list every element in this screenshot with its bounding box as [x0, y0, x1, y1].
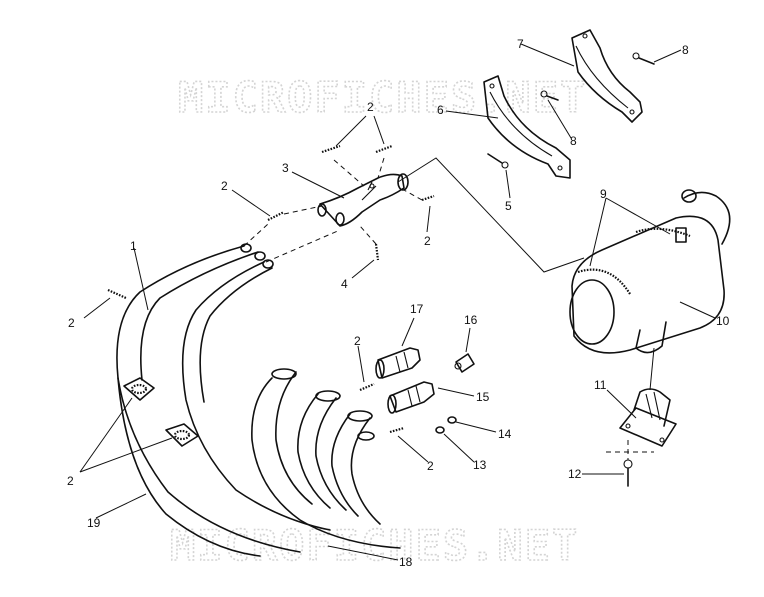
callout-18: 18: [399, 555, 413, 569]
nut-part-14[interactable]: [447, 416, 457, 424]
callout-11: 11: [594, 378, 607, 392]
watermark-top: MICROFICHES.NET: [178, 73, 587, 122]
callout-17: 17: [410, 302, 424, 316]
screw-part-5[interactable]: [487, 153, 509, 169]
exhaust-pipe-part-19[interactable]: [117, 377, 261, 557]
clamps-part-9[interactable]: [577, 227, 691, 295]
callout-8-top: 8: [682, 43, 689, 57]
callout-5: 5: [505, 199, 512, 213]
bolt-part-12[interactable]: [606, 440, 654, 487]
exhaust-manifold-part-18[interactable]: [251, 368, 401, 549]
callout-13: 13: [473, 458, 487, 472]
callout-2-top: 2: [367, 100, 374, 114]
muffler-part-10[interactable]: [569, 189, 731, 354]
alignment-lines: [243, 157, 423, 263]
muffler-mount-part-11[interactable]: [619, 347, 677, 447]
callout-2-bottom-left: 2: [67, 474, 74, 488]
y-pipe-part-3[interactable]: [317, 173, 409, 227]
callout-2-mid: 2: [354, 334, 361, 348]
screw-part-8-top[interactable]: [632, 52, 655, 65]
springs-part-2[interactable]: [107, 144, 435, 434]
callout-15: 15: [476, 390, 490, 404]
callout-9: 9: [600, 187, 607, 201]
gasket-flange-lower[interactable]: [165, 423, 199, 447]
callout-8-mid: 8: [570, 134, 577, 148]
plug-part-16[interactable]: [454, 353, 475, 373]
bracket-part-7[interactable]: [571, 29, 643, 123]
gasket-flange-upper[interactable]: [123, 377, 155, 401]
assembly-line-ypipe-muffler: [397, 157, 585, 273]
callout-2-lower: 2: [427, 459, 434, 473]
callout-1: 1: [130, 239, 137, 253]
header-pipes-part-1[interactable]: [116, 243, 331, 553]
washer-part-13[interactable]: [435, 426, 445, 434]
callout-16: 16: [464, 313, 478, 327]
coupler-part-17[interactable]: [375, 347, 421, 379]
callout-2-far-left: 2: [68, 316, 75, 330]
callout-6: 6: [437, 103, 444, 117]
bracket-part-6[interactable]: [483, 75, 571, 179]
coupler-part-15[interactable]: [387, 381, 435, 414]
callout-labels: 1 2 2 2 2 2 2 2 3 4 5 6 7 8 8 9 10 11 12…: [67, 37, 730, 569]
callout-2-center: 2: [424, 234, 431, 248]
callout-3: 3: [282, 161, 289, 175]
callout-14: 14: [498, 427, 512, 441]
screw-part-8-mid[interactable]: [540, 90, 559, 101]
callout-7: 7: [517, 37, 524, 51]
callout-2-left-upper: 2: [221, 179, 228, 193]
callout-4: 4: [341, 277, 348, 291]
callout-10: 10: [716, 314, 730, 328]
leader-lines: [79, 43, 716, 561]
callout-19: 19: [87, 516, 101, 530]
callout-12: 12: [568, 467, 582, 481]
